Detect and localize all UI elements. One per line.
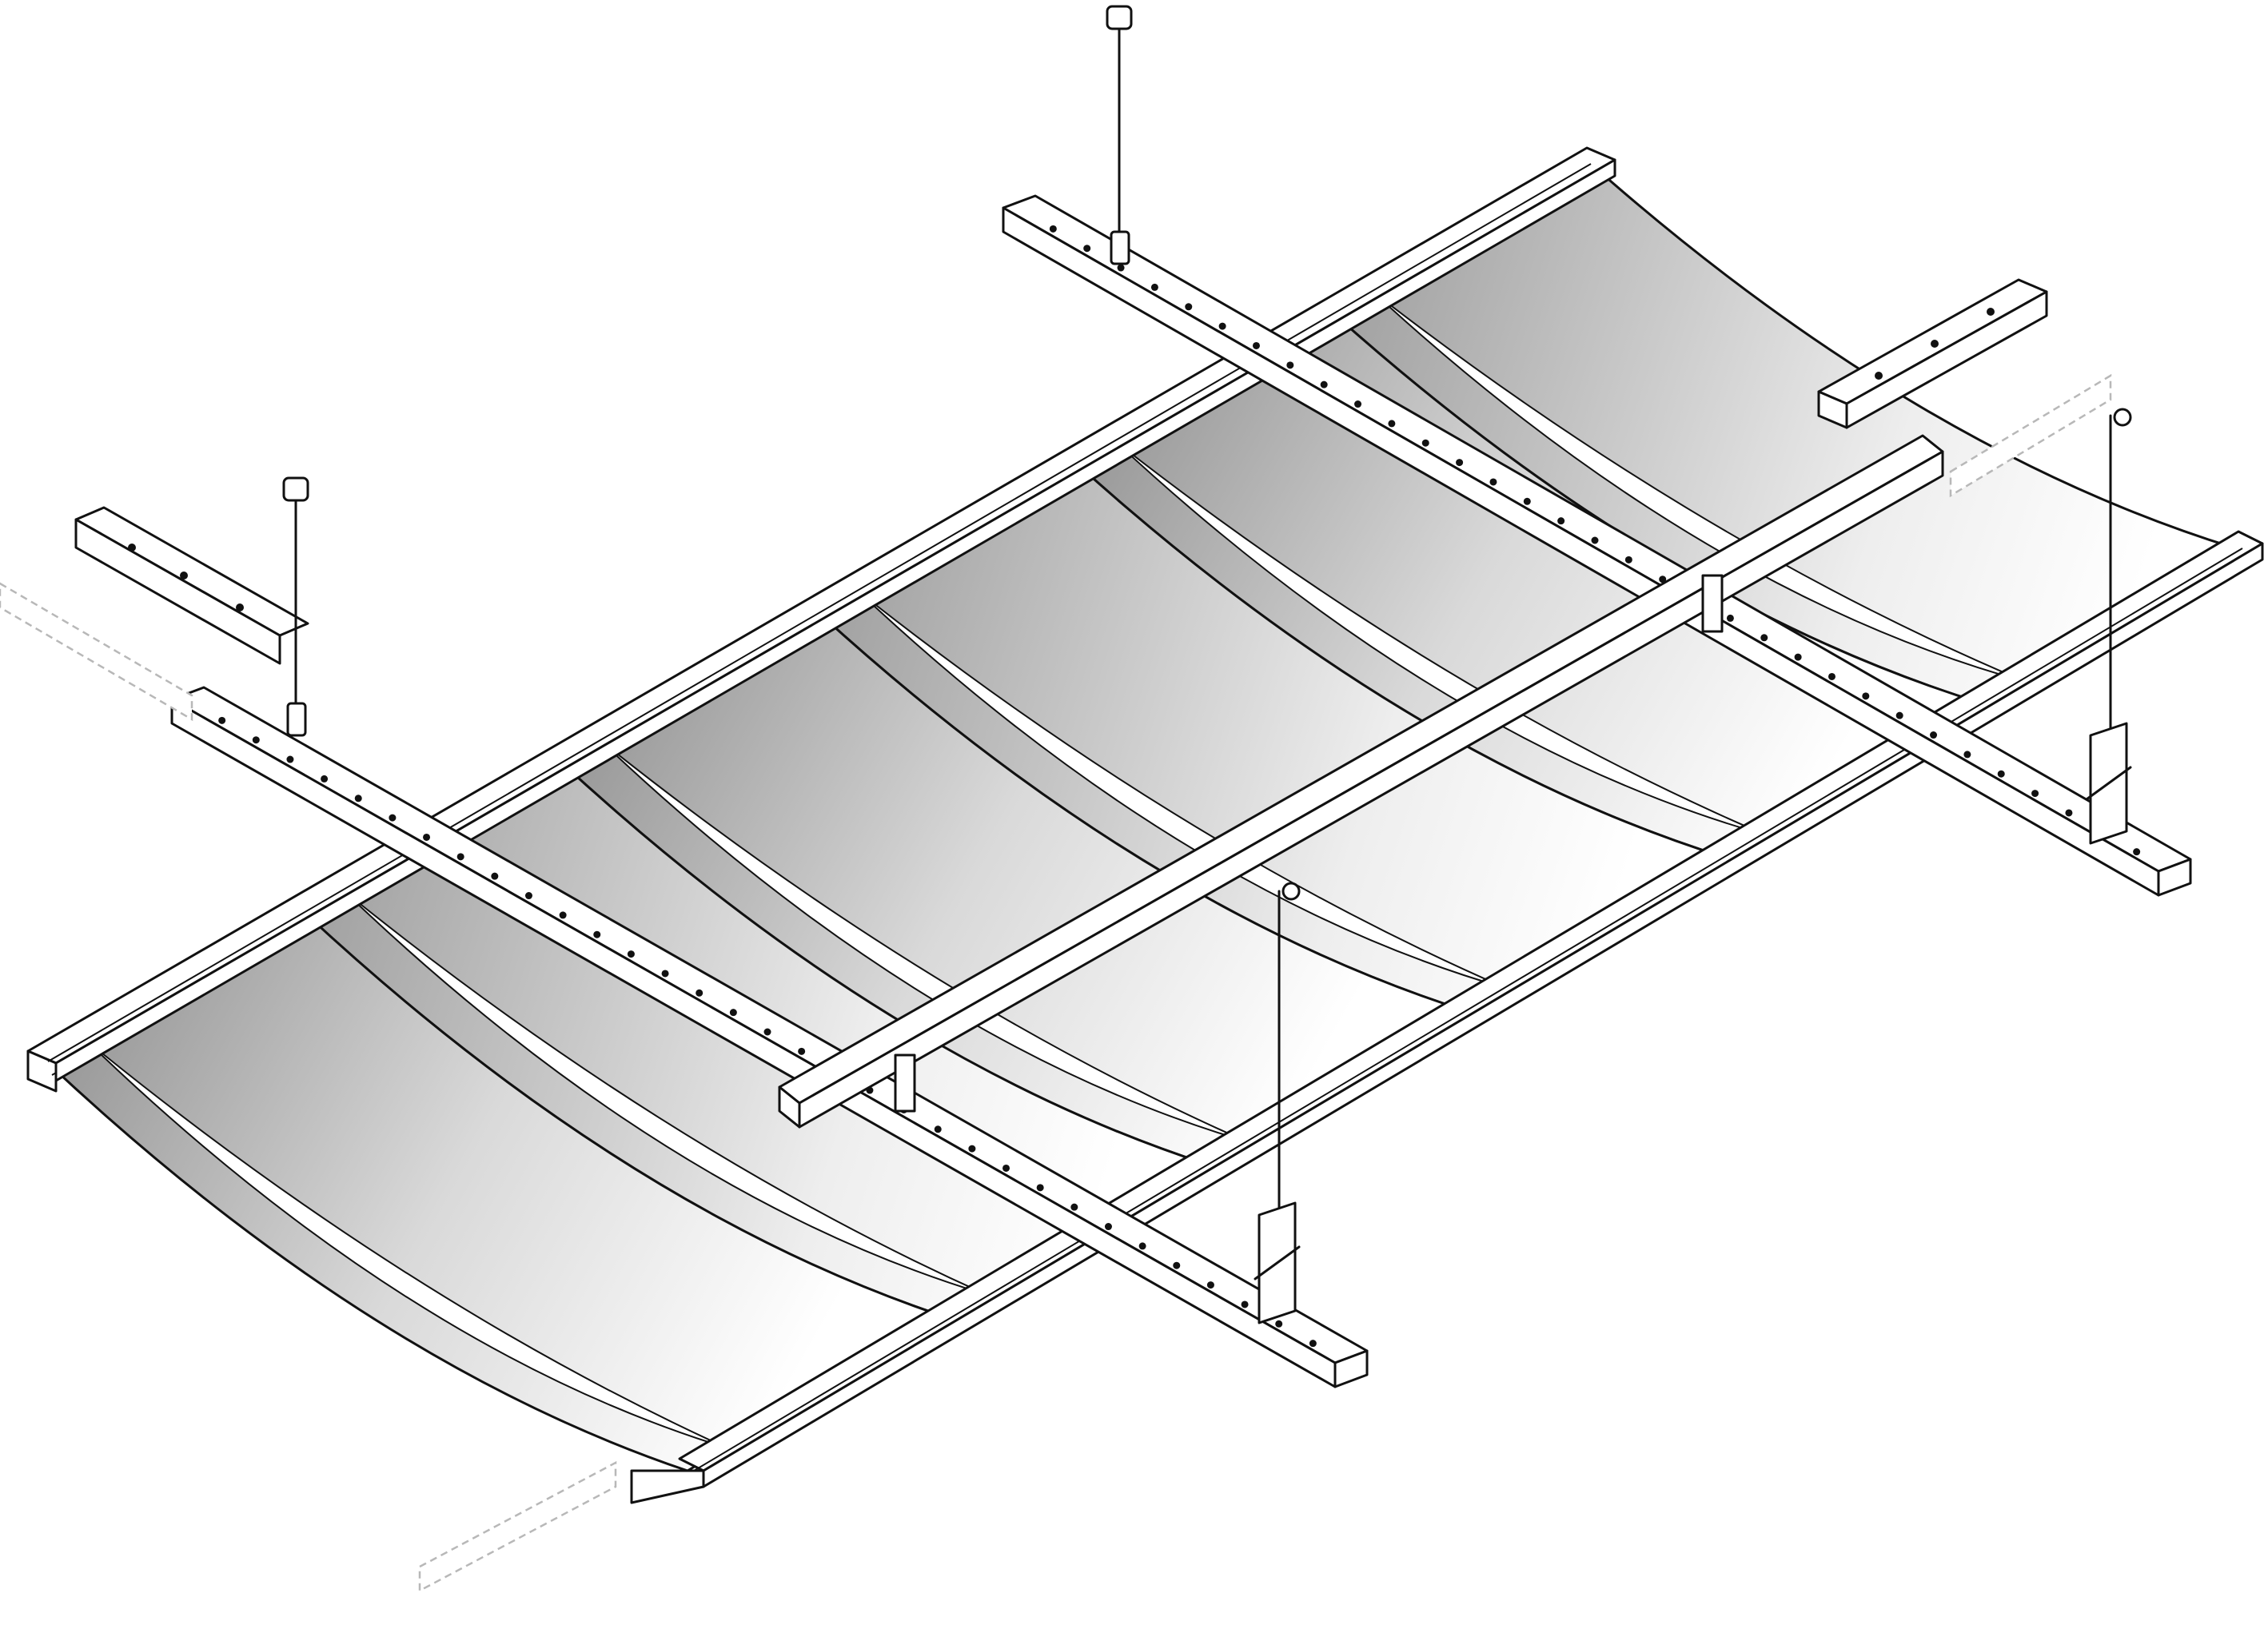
ceiling-anchor-back (1106, 5, 1133, 265)
runner-hole (1104, 1223, 1112, 1231)
runner-hole (1624, 556, 1632, 564)
runner-hole (1895, 711, 1903, 719)
runner-hole (456, 853, 464, 861)
runner-hole (763, 1028, 771, 1036)
runner-hole (1309, 1340, 1317, 1348)
runner-hole (1241, 1300, 1249, 1308)
runner-hole (2065, 809, 2073, 817)
runner-hole (1286, 361, 1294, 369)
runner-hole (1997, 770, 2005, 778)
runner-hole (2031, 790, 2039, 798)
runner-hole (1862, 692, 1870, 700)
runner-hole (1591, 536, 1599, 544)
main-runner-back (1002, 194, 2192, 897)
runner-hole (1794, 653, 1802, 661)
runner-hole (1218, 322, 1226, 330)
runner-hole (1275, 1320, 1283, 1328)
wall-bracket-left-ghost (0, 582, 193, 722)
runner-hole (696, 989, 704, 997)
runner-hole (1070, 1203, 1078, 1211)
runner-hole (1138, 1242, 1146, 1250)
runner-hole (968, 1145, 976, 1153)
wall-bracket-right (1817, 278, 2048, 429)
runner-hole (1828, 672, 1836, 680)
runner-hole (1659, 576, 1667, 583)
runner-hole (1557, 517, 1565, 525)
runner-hole (1489, 478, 1497, 486)
runner-hole (1726, 614, 1734, 622)
runner-hole (1421, 439, 1429, 447)
runner-hole (321, 775, 329, 783)
runner-hole (1760, 634, 1768, 642)
runner-hole (798, 1047, 806, 1055)
runner-hole (627, 950, 635, 958)
runner-hole (1206, 1281, 1214, 1289)
runner-hole (1252, 341, 1260, 349)
runner-hole (1002, 1164, 1010, 1172)
runner-hole (729, 1009, 737, 1017)
runner-hole (1150, 283, 1158, 291)
runner-hole (1173, 1261, 1181, 1269)
runner-hole (218, 716, 226, 724)
end-rail-ghost (418, 1460, 617, 1593)
runner-hole (1036, 1184, 1044, 1192)
runner-hole (354, 795, 362, 803)
cross-tee (778, 434, 1944, 1129)
runner-hole (1963, 751, 1971, 759)
runner-hole (389, 814, 397, 822)
runner-hole (1185, 303, 1193, 311)
wall-bracket-right-ghost (1949, 373, 2112, 498)
rod-hanger-right (2085, 408, 2132, 845)
runner-hole (1117, 264, 1125, 272)
runner-hole (559, 911, 567, 919)
runner-hole (1083, 245, 1091, 253)
runner-hole (286, 755, 294, 763)
runner-hole (593, 930, 601, 938)
rod-hanger-front (1254, 882, 1301, 1324)
runner-hole (1049, 225, 1057, 233)
runner-hole (1320, 380, 1328, 388)
ceiling-anchor-left (282, 476, 309, 737)
runner-hole (1388, 420, 1396, 428)
wall-bracket-left (74, 506, 309, 665)
runner-hole (524, 892, 532, 900)
runner-hole (252, 736, 260, 744)
runner-hole (1930, 731, 1938, 739)
runner-hole (934, 1125, 942, 1133)
runner-hole (1456, 459, 1464, 467)
runner-hole (423, 833, 431, 841)
runner-hole (1354, 400, 1362, 408)
runner-hole (491, 872, 499, 880)
runner-hole (661, 970, 669, 978)
runner-hole (1523, 497, 1531, 505)
runner-hole (2133, 848, 2141, 856)
